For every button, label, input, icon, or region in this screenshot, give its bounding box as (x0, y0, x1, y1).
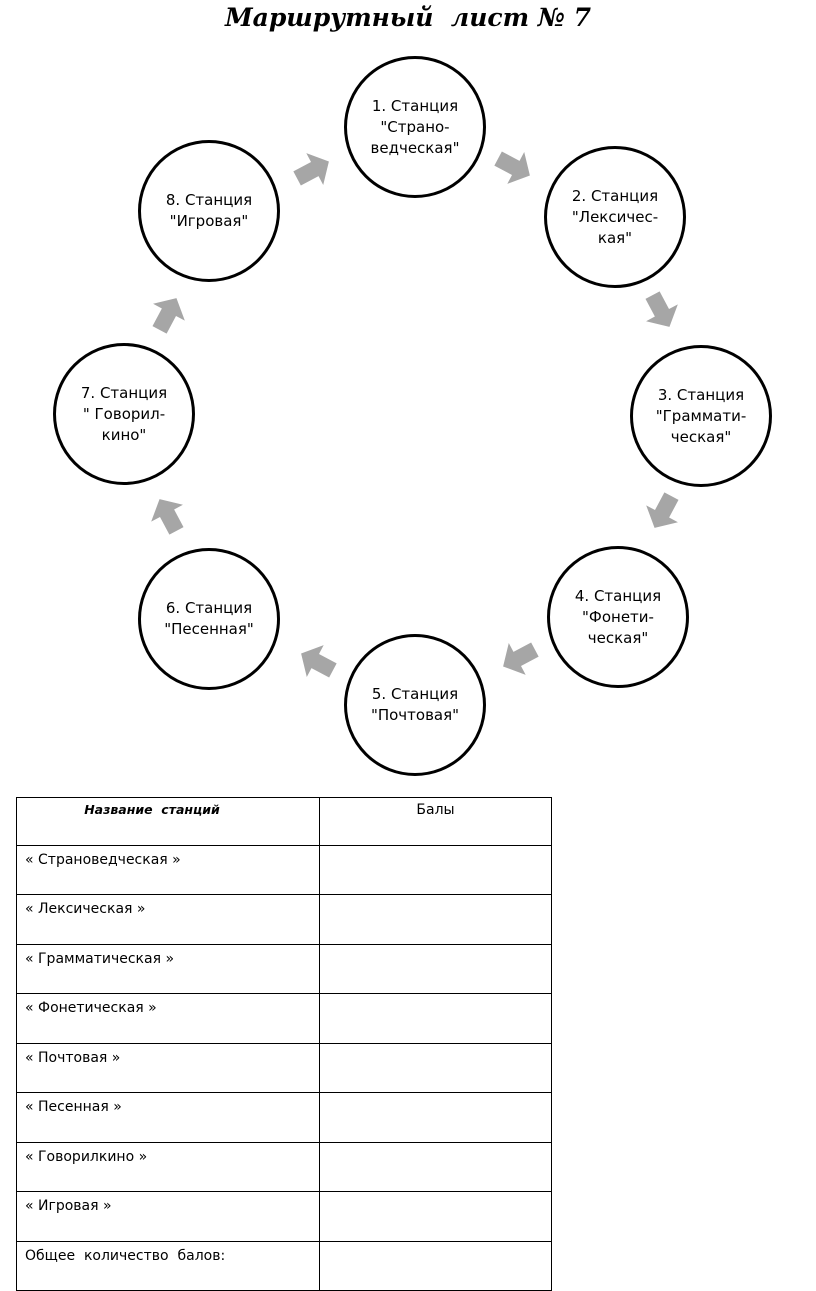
table-row: « Страноведческая » (16, 844, 552, 895)
station-name-cell: « Песенная » (16, 1092, 320, 1143)
station-2-circle: 2. Станция "Лексичес- кая" (544, 146, 686, 288)
arrow-2-to-3-icon (634, 284, 688, 338)
points-cell[interactable] (319, 943, 552, 994)
header-points: Балы (319, 797, 552, 846)
arrow-1-to-2-icon (487, 140, 541, 194)
table-row: « Почтовая » (16, 1042, 552, 1093)
station-name-cell: « Лексическая » (16, 894, 320, 945)
station-1-label: 1. Станция "Страно- ведческая" (370, 96, 460, 157)
station-6-label: 6. Станция "Песенная" (164, 599, 254, 638)
table-row: « Фонетическая » (16, 993, 552, 1044)
table-row: « Лексическая » (16, 894, 552, 945)
arrow-6-to-7-icon (141, 488, 195, 542)
route-diagram: 1. Станция "Страно- ведческая" 2. Станци… (53, 56, 772, 776)
station-name-cell: « Почтовая » (16, 1042, 320, 1093)
station-6-circle: 6. Станция "Песенная" (138, 548, 280, 690)
table-row: « Песенная » (16, 1092, 552, 1143)
page-title: Маршрутный лист № 7 (224, 3, 592, 32)
station-7-circle: 7. Станция " Говорил- кино" (53, 343, 195, 485)
station-name-cell: « Страноведческая » (16, 844, 320, 895)
arrow-5-to-6-icon (290, 635, 344, 689)
table-row: « Грамматическая » (16, 943, 552, 994)
points-cell[interactable] (319, 1092, 552, 1143)
station-3-label: 3. Станция "Граммати- ческая" (655, 385, 747, 446)
station-5-label: 5. Станция "Почтовая" (370, 685, 460, 724)
station-8-label: 8. Станция "Игровая" (165, 191, 253, 230)
station-7-label: 7. Станция " Говорил- кино" (80, 383, 168, 444)
points-cell[interactable] (319, 1141, 552, 1192)
station-name-cell: « Говорилкино » (16, 1141, 320, 1192)
station-4-circle: 4. Станция "Фонети- ческая" (547, 546, 689, 688)
station-3-circle: 3. Станция "Граммати- ческая" (630, 345, 772, 487)
total-points-cell[interactable] (319, 1240, 552, 1291)
station-4-label: 4. Станция "Фонети- ческая" (574, 586, 662, 647)
total-label: Общее количество балов: (16, 1240, 320, 1291)
station-name-cell: « Фонетическая » (16, 993, 320, 1044)
points-cell[interactable] (319, 1042, 552, 1093)
arrow-4-to-5-icon (492, 631, 546, 685)
total-row: Общее количество балов: (16, 1240, 552, 1291)
table-header-row: Название станций Балы (16, 797, 552, 846)
station-8-circle: 8. Станция "Игровая" (138, 140, 280, 282)
station-5-circle: 5. Станция "Почтовая" (344, 634, 486, 776)
arrow-7-to-8-icon (141, 287, 195, 341)
points-cell[interactable] (319, 894, 552, 945)
header-station-name: Название станций (16, 797, 320, 846)
station-name-cell: « Грамматическая » (16, 943, 320, 994)
table-row: « Говорилкино » (16, 1141, 552, 1192)
points-cell[interactable] (319, 844, 552, 895)
station-1-circle: 1. Станция "Страно- ведческая" (344, 56, 486, 198)
arrow-8-to-1-icon (286, 143, 340, 197)
station-2-label: 2. Станция "Лексичес- кая" (571, 186, 659, 247)
score-table: Название станций Балы « Страноведческая … (16, 797, 552, 1291)
arrow-3-to-4-icon (636, 485, 690, 539)
points-cell[interactable] (319, 993, 552, 1044)
